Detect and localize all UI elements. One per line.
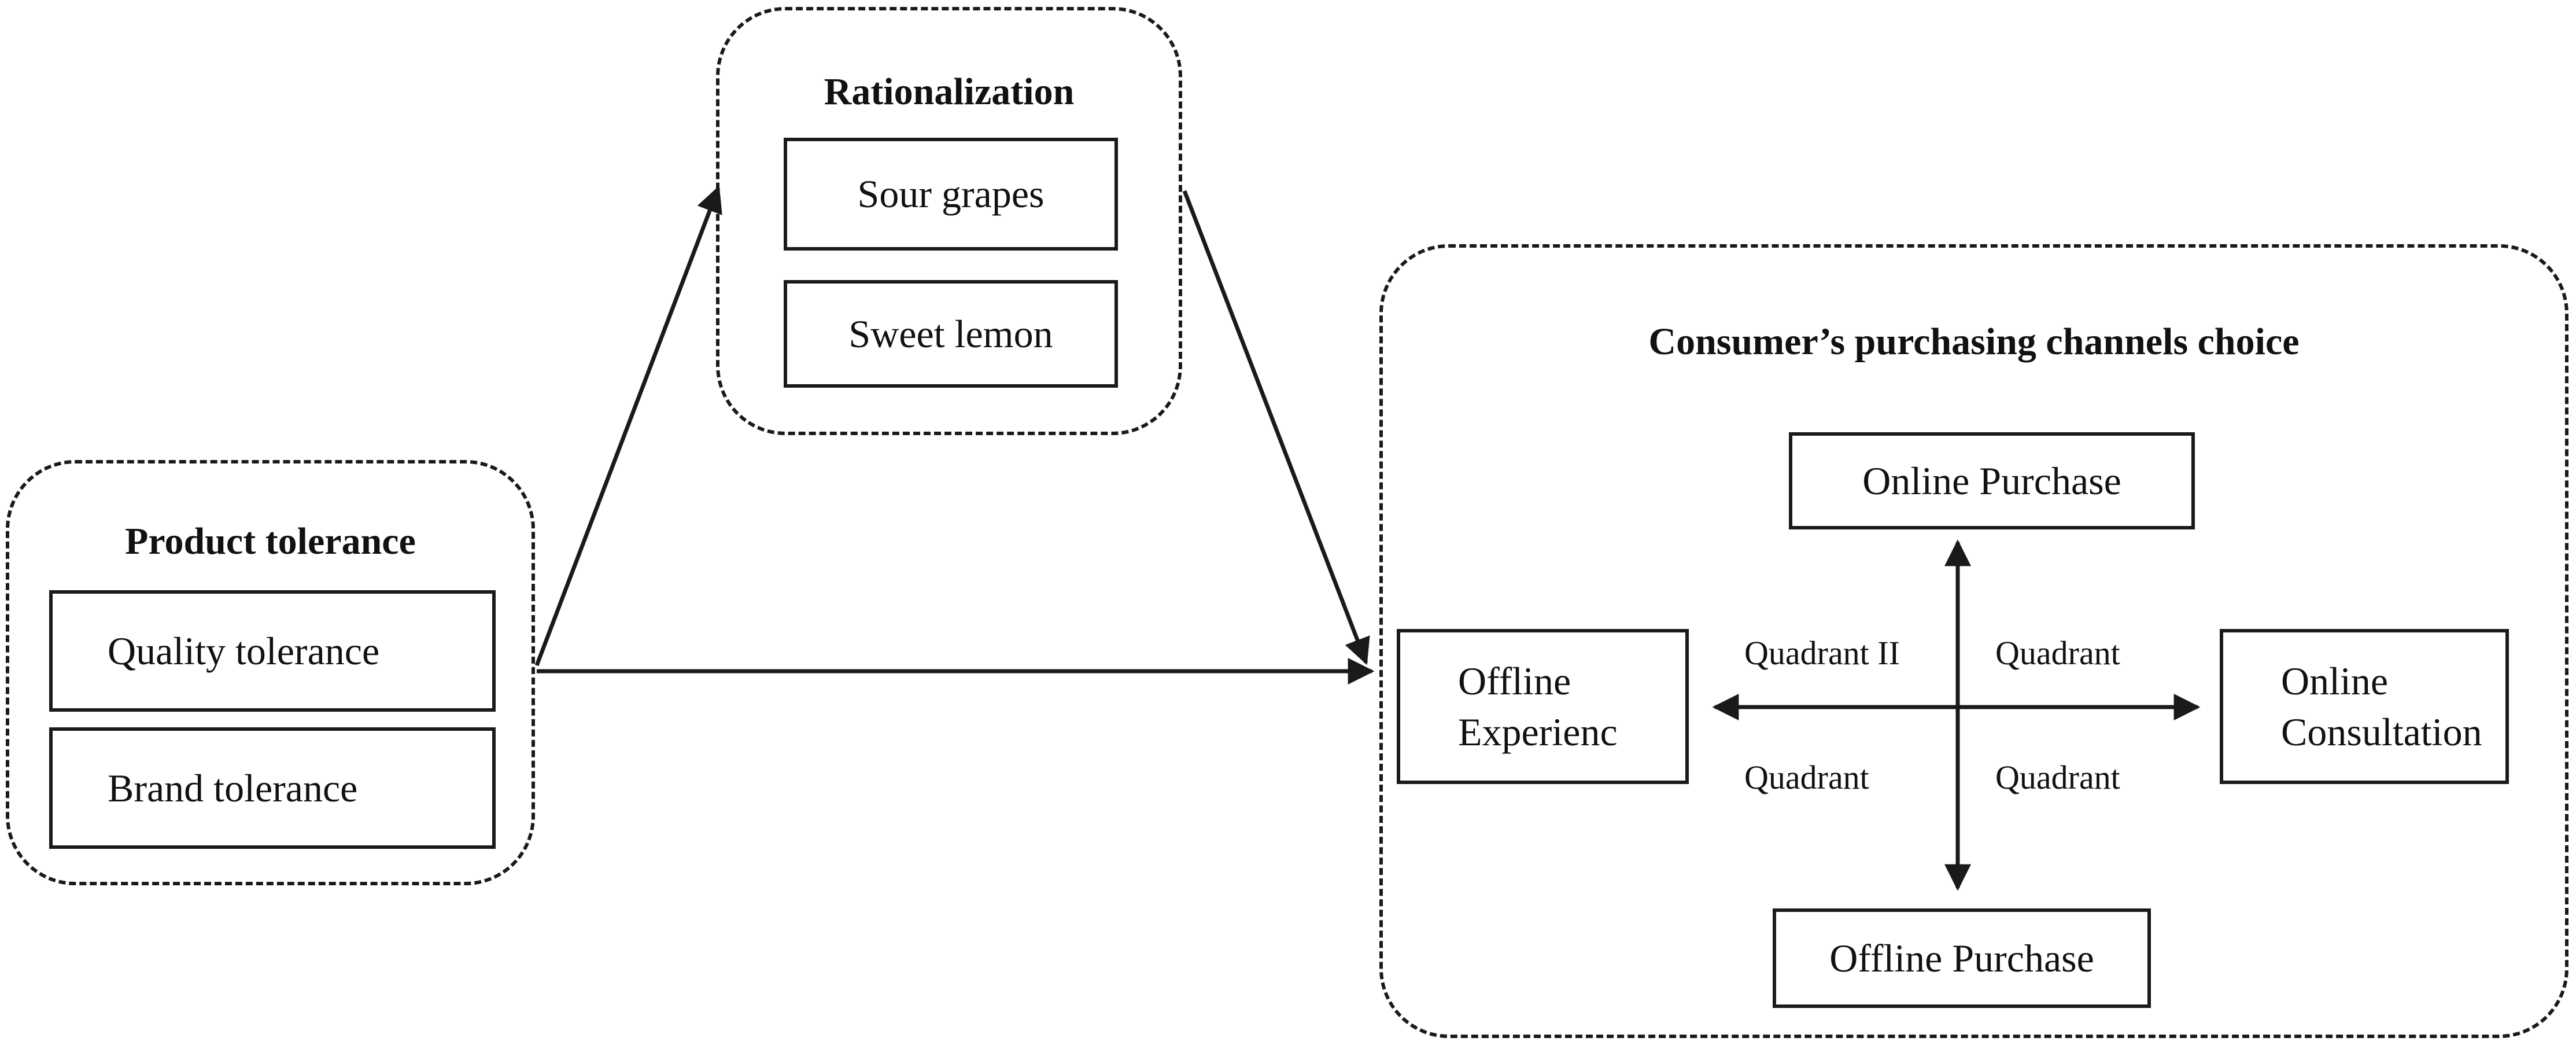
online-purchase-box: Online Purchase: [1789, 432, 2195, 529]
offline-purchase-label: Offline Purchase: [1829, 936, 2094, 980]
channels-choice-title: Consumer’s purchasing channels choice: [1648, 321, 2300, 363]
online-consultation-box: Online Consultation: [2220, 629, 2509, 784]
quadrant-label-top-right: Quadrant: [1995, 634, 2120, 672]
online-consultation-label-line1: Online: [2281, 658, 2389, 703]
brand-tolerance-box: Brand tolerance: [49, 727, 496, 849]
arrow-tolerance-to-rationalization: [534, 185, 722, 667]
quadrant-label-bottom-left: Quadrant: [1744, 759, 1869, 796]
offline-experience-label-line2: Experienc: [1458, 710, 1618, 754]
product-tolerance-title: Product tolerance: [125, 520, 416, 562]
sour-grapes-box: Sour grapes: [784, 138, 1118, 251]
sweet-lemon-label: Sweet lemon: [848, 311, 1053, 356]
online-consultation-label-line2: Consultation: [2281, 710, 2482, 754]
quality-tolerance-label: Quality tolerance: [108, 628, 380, 673]
brand-tolerance-label: Brand tolerance: [108, 766, 358, 810]
quality-tolerance-box: Quality tolerance: [49, 590, 496, 712]
offline-experience-box: Offline Experienc: [1397, 629, 1689, 784]
offline-purchase-box: Offline Purchase: [1773, 908, 2151, 1008]
quadrant-label-bottom-right: Quadrant: [1995, 759, 2120, 796]
rationalization-group: Rationalization: [716, 7, 1182, 435]
channels-choice-group: Consumer’s purchasing channels choice: [1379, 244, 2568, 1038]
offline-experience-label-line1: Offline: [1458, 658, 1571, 703]
arrow-rationalization-to-channels: [1182, 190, 1370, 665]
rationalization-title: Rationalization: [824, 71, 1075, 113]
sweet-lemon-box: Sweet lemon: [784, 280, 1118, 388]
product-tolerance-group: Product tolerance: [6, 460, 535, 885]
online-purchase-label: Online Purchase: [1862, 458, 2121, 503]
sour-grapes-label: Sour grapes: [857, 172, 1045, 216]
quadrant-label-top-left: Quadrant II: [1744, 634, 1900, 672]
